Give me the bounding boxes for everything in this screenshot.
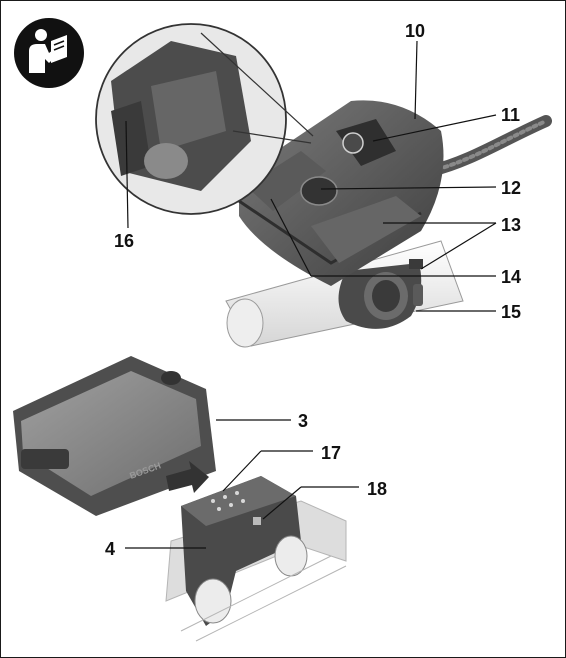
leader-lines: [125, 40, 497, 549]
callout-13: 13: [501, 215, 521, 235]
callout-15: 15: [501, 302, 521, 322]
callout-3: 3: [298, 411, 308, 431]
callout-14: 14: [501, 267, 521, 287]
display-holder: [165, 476, 347, 626]
mount-arrow: [166, 461, 209, 493]
callout-4: 4: [105, 539, 115, 559]
callout-11: 11: [501, 105, 520, 125]
callout-10: 10: [405, 21, 425, 41]
callout-16: 16: [114, 231, 134, 251]
read-manual-icon: [14, 18, 84, 88]
display-unit: BOSCH: [13, 356, 216, 516]
callout-12: 12: [501, 178, 521, 198]
callout-18: 18: [367, 479, 387, 499]
remote-control: [238, 100, 444, 306]
remote-clamp: [338, 263, 422, 329]
callout-labels: 10 11 12 13 14 15 16 3 17 18 4: [105, 21, 521, 559]
callout-17: 17: [321, 443, 341, 463]
